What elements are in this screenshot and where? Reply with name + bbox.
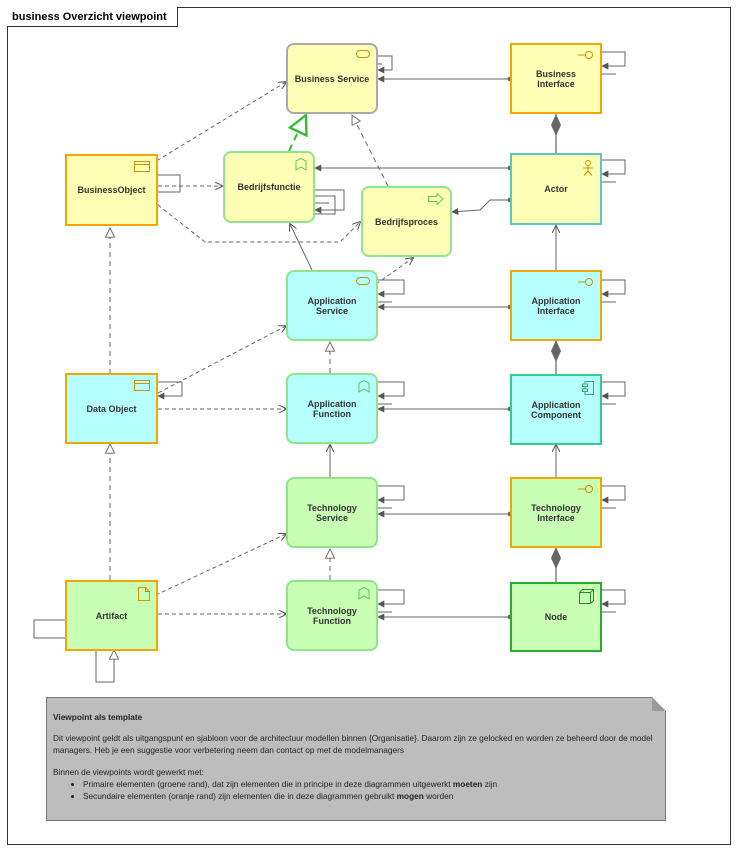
interface-icon (578, 485, 593, 493)
node-application-service[interactable]: Application Service (286, 270, 378, 341)
node-business-interface[interactable]: Business Interface (510, 43, 602, 114)
node-technology-function[interactable]: Technology Function (286, 580, 378, 651)
artifact-icon (138, 587, 150, 601)
function-icon (358, 587, 370, 600)
process-icon (428, 193, 444, 205)
note-title: Viewpoint als template (53, 712, 143, 722)
node-application-interface[interactable]: Application Interface (510, 270, 602, 341)
viewpoint-note: Viewpoint als template Dit viewpoint gel… (46, 697, 666, 821)
node-application-component[interactable]: Application Component (510, 374, 602, 445)
service-icon (356, 50, 370, 58)
node-bedrijfsproces[interactable]: Bedrijfsproces (361, 186, 452, 257)
interface-icon (578, 278, 593, 286)
node-node[interactable]: Node (510, 582, 602, 652)
node-application-function[interactable]: Application Function (286, 373, 378, 444)
function-icon (295, 158, 307, 171)
service-icon (356, 277, 370, 285)
note-fold-corner (652, 697, 666, 711)
note-paragraph-2: Binnen de viewpoints wordt gewerkt met: (53, 767, 204, 778)
note-bullet-secondary: Secundaire elementen (oranje rand) zijn … (83, 790, 659, 802)
diagram-title: business Overzicht viewpoint (7, 7, 178, 27)
interface-icon (578, 51, 593, 59)
diagram-frame (7, 7, 731, 845)
node-technology-service[interactable]: Technology Service (286, 477, 378, 548)
node-business-service[interactable]: Business Service (286, 43, 378, 114)
node-icon (579, 589, 594, 604)
note-bullet-list: Primaire elementen (groene rand), dat zi… (53, 778, 659, 802)
node-artifact[interactable]: Artifact (65, 580, 158, 651)
node-technology-interface[interactable]: Technology Interface (510, 477, 602, 548)
node-actor[interactable]: Actor (510, 153, 602, 225)
node-bedrijfsfunctie[interactable]: Bedrijfsfunctie (223, 151, 315, 223)
function-icon (358, 380, 370, 393)
object-icon (134, 380, 150, 391)
node-data-object[interactable]: Data Object (65, 373, 158, 444)
actor-icon (583, 160, 593, 176)
component-icon (582, 381, 594, 395)
node-business-object[interactable]: BusinessObject (65, 154, 158, 226)
object-icon (134, 161, 150, 172)
note-bullet-primary: Primaire elementen (groene rand), dat zi… (83, 778, 659, 790)
note-paragraph-1: Dit viewpoint geldt als uitgangspunt en … (53, 733, 653, 756)
